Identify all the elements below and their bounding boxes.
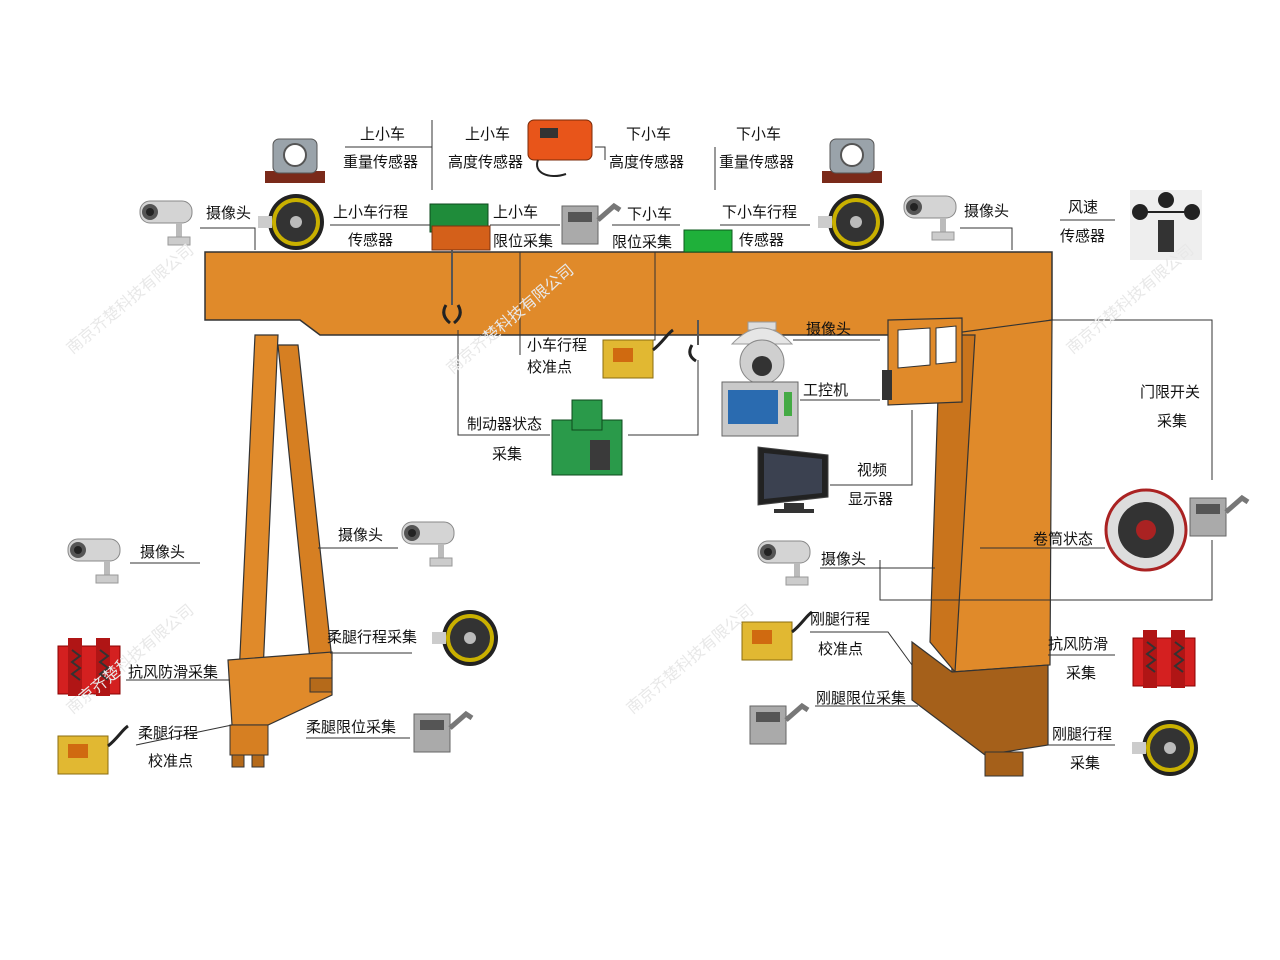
flexible-leg-back — [277, 344, 333, 661]
height-sensor-upper-icon — [527, 119, 593, 178]
label-door-limit-1: 门限开关 — [1140, 383, 1201, 401]
label-lower-trolley-limit-2: 限位采集 — [612, 233, 673, 251]
encoder-flexible-leg-icon — [430, 608, 500, 668]
label-rigid-leg-limit: 刚腿限位采集 — [816, 689, 907, 707]
label-lower-trolley-limit-1: 下小车 — [627, 205, 673, 223]
label-flexible-leg-limit: 柔腿限位采集 — [306, 718, 397, 736]
anemometer-icon — [1130, 190, 1202, 260]
label-ipc: 工控机 — [803, 381, 849, 399]
camera-left-inner-icon — [401, 521, 455, 567]
camera-left-outer-icon — [67, 538, 121, 584]
label-upper-trolley-weight-2: 重量传感器 — [343, 153, 419, 171]
dome-camera-icon — [730, 321, 794, 385]
label-lower-trolley-travel-2: 传感器 — [739, 231, 785, 249]
label-lower-trolley-travel-1: 下小车行程 — [722, 203, 798, 221]
camera-top-right-icon — [903, 195, 957, 241]
label-brake-status-1: 制动器状态 — [467, 415, 543, 433]
label-brake-status-2: 采集 — [492, 445, 523, 463]
label-lower-trolley-weight-2: 重量传感器 — [719, 153, 795, 171]
weight-sensor-lower-icon — [821, 138, 883, 184]
antislip-right-icon — [1132, 629, 1196, 689]
limit-switch-flexible-leg-icon — [414, 714, 472, 752]
label-upper-trolley-travel-1: 上小车行程 — [333, 203, 409, 221]
label-camera-left-outer: 摄像头 — [140, 543, 186, 561]
camera-right-icon — [757, 540, 811, 586]
main-girder — [204, 251, 1053, 336]
label-door-limit-2: 采集 — [1157, 412, 1188, 430]
label-upper-trolley-height-1: 上小车 — [465, 125, 511, 143]
flexible-leg-foot — [229, 724, 269, 756]
devices — [56, 119, 1248, 778]
brake-icon — [551, 399, 623, 476]
encoder-lower-trolley-icon — [816, 192, 886, 252]
label-camera-top-right: 摄像头 — [964, 202, 1010, 220]
upper-trolley — [429, 203, 491, 325]
label-wind-antislip-left: 抗风防滑采集 — [128, 663, 219, 681]
video-monitor-icon — [757, 446, 829, 513]
label-rigid-leg-calibration-2: 校准点 — [818, 640, 864, 658]
limit-switch-rigid-leg-icon — [750, 706, 808, 744]
proximity-calibration-trolley-icon — [601, 328, 675, 380]
label-video-display-1: 视频 — [857, 461, 888, 479]
door-limit-switch-icon — [1190, 498, 1248, 536]
weight-sensor-upper-icon — [264, 138, 326, 184]
cable-reel-icon — [1104, 488, 1188, 572]
label-lower-trolley-height-2: 高度传感器 — [609, 153, 685, 171]
label-upper-trolley-limit-1: 上小车 — [493, 203, 539, 221]
encoder-rigid-leg-icon — [1130, 718, 1200, 778]
label-upper-trolley-height-2: 高度传感器 — [448, 153, 524, 171]
industrial-pc-icon — [721, 381, 799, 437]
label-video-display-2: 显示器 — [848, 490, 894, 508]
label-wind-antislip-right-2: 采集 — [1066, 664, 1097, 682]
label-rigid-leg-calibration-1: 刚腿行程 — [810, 610, 871, 628]
label-camera-dome: 摄像头 — [806, 320, 852, 338]
label-lower-trolley-height-1: 下小车 — [626, 125, 672, 143]
label-reel-status: 卷筒状态 — [1033, 530, 1094, 548]
operator-cab — [882, 317, 963, 406]
label-wind-antislip-right-1: 抗风防滑 — [1048, 635, 1109, 653]
label-trolley-calibration-2: 校准点 — [527, 358, 573, 376]
label-camera-top-left: 摄像头 — [206, 204, 252, 222]
label-camera-right: 摄像头 — [821, 550, 867, 568]
label-upper-trolley-limit-2: 限位采集 — [493, 232, 554, 250]
label-upper-trolley-travel-2: 传感器 — [348, 231, 394, 249]
label-wind-speed-1: 风速 — [1068, 198, 1099, 216]
proximity-flexible-leg-icon — [56, 724, 130, 776]
label-flexible-leg-calibration-1: 柔腿行程 — [138, 724, 199, 742]
label-wind-speed-2: 传感器 — [1060, 227, 1106, 245]
flexible-leg-beam — [227, 651, 333, 726]
label-rigid-leg-travel-1: 刚腿行程 — [1052, 725, 1113, 743]
label-lower-trolley-weight-1: 下小车 — [736, 125, 782, 143]
label-trolley-calibration-1: 小车行程 — [527, 336, 588, 354]
label-rigid-leg-travel-2: 采集 — [1070, 754, 1101, 772]
label-upper-trolley-weight-1: 上小车 — [360, 125, 406, 143]
label-flexible-leg-calibration-2: 校准点 — [148, 752, 194, 770]
label-camera-left-inner: 摄像头 — [338, 526, 384, 544]
lower-trolley — [683, 229, 733, 363]
encoder-upper-trolley-icon — [256, 192, 326, 252]
label-flexible-leg-travel: 柔腿行程采集 — [327, 628, 418, 646]
crane-structure — [204, 203, 1053, 777]
